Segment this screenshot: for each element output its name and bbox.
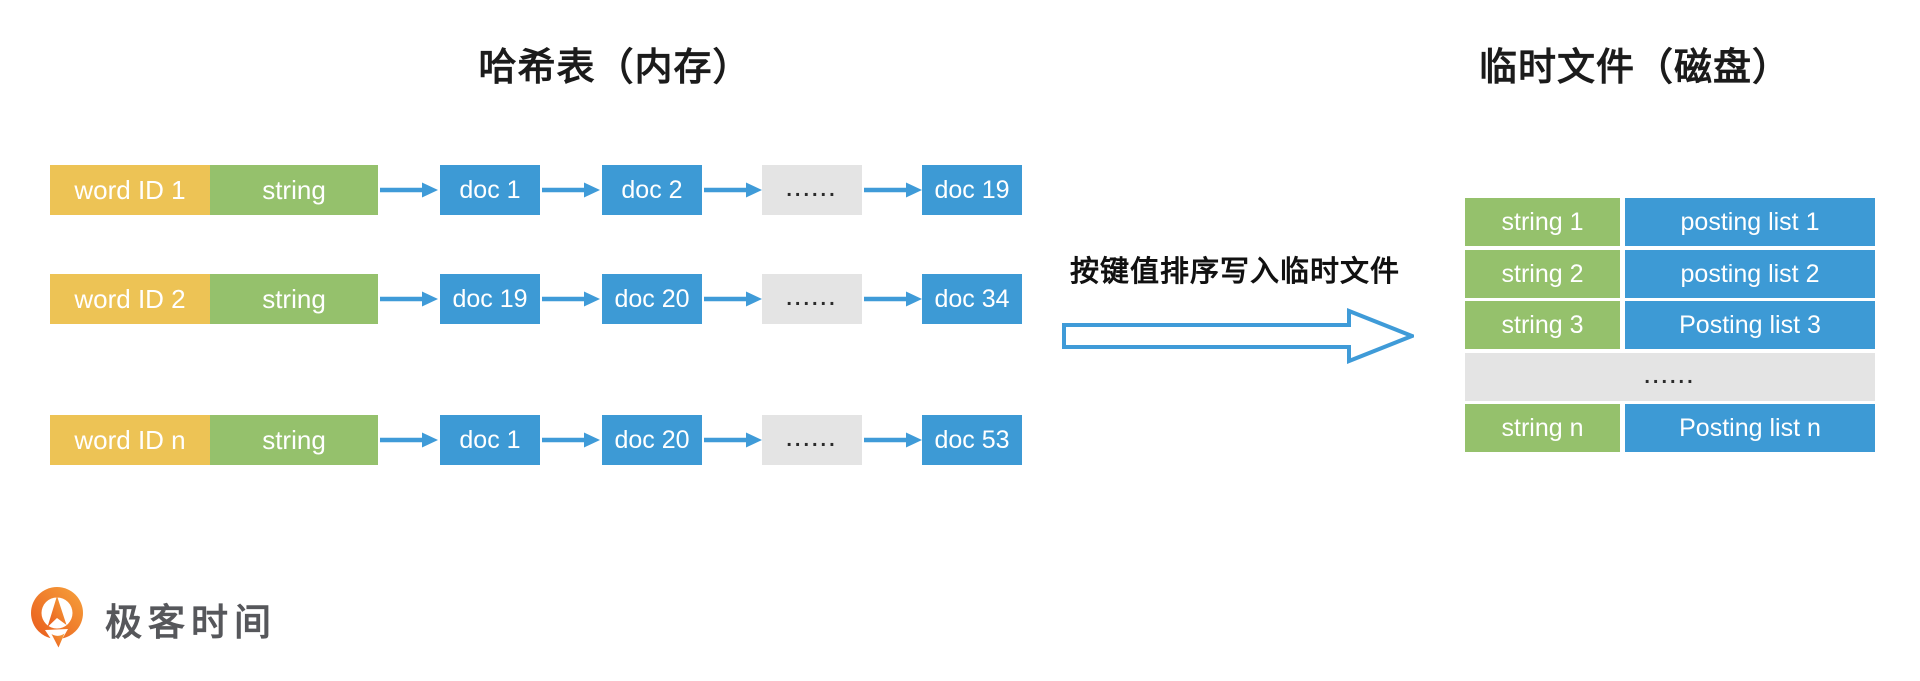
doc-node: doc 20	[602, 274, 702, 324]
transfer-arrow-icon	[1062, 308, 1414, 364]
link-arrow-icon	[704, 432, 762, 448]
doc-node: doc 2	[602, 165, 702, 215]
temp-string-cell: string 3	[1465, 301, 1620, 349]
temp-string-cell: string 1	[1465, 198, 1620, 246]
hash-row-1: word ID 1 string doc 1 doc 2 ...... doc …	[0, 165, 1100, 215]
hash-row-n: word ID n string doc 1 doc 20 ...... doc…	[0, 415, 1100, 465]
temp-posting-cell: posting list 1	[1625, 198, 1875, 246]
hash-row-2: word ID 2 string doc 19 doc 20 ...... do…	[0, 274, 1100, 324]
ellipsis-node: ......	[762, 274, 862, 324]
word-id-cell: word ID 2	[50, 274, 210, 324]
word-id-cell: word ID 1	[50, 165, 210, 215]
doc-node: doc 19	[440, 274, 540, 324]
string-cell: string	[210, 415, 378, 465]
link-arrow-icon	[380, 291, 438, 307]
geektime-logo-text: 极客时间	[105, 602, 277, 643]
link-arrow-icon	[542, 182, 600, 198]
doc-node: doc 1	[440, 415, 540, 465]
link-arrow-icon	[542, 291, 600, 307]
geektime-logo: 极客时间	[27, 585, 277, 649]
link-arrow-icon	[704, 291, 762, 307]
link-arrow-icon	[864, 182, 922, 198]
ellipsis-node: ......	[762, 165, 862, 215]
temp-posting-cell: Posting list n	[1625, 404, 1875, 452]
word-id-cell: word ID n	[50, 415, 210, 465]
doc-node: doc 53	[922, 415, 1022, 465]
doc-node: doc 20	[602, 415, 702, 465]
temp-posting-cell: Posting list 3	[1625, 301, 1875, 349]
link-arrow-icon	[380, 432, 438, 448]
doc-node: doc 1	[440, 165, 540, 215]
geektime-logo-icon	[31, 587, 83, 648]
temp-string-cell: string 2	[1465, 250, 1620, 298]
transfer-label: 按键值排序写入临时文件	[1069, 256, 1400, 288]
temp-posting-cell: posting list 2	[1625, 250, 1875, 298]
temp-ellipsis-row: ......	[1465, 353, 1875, 401]
temp-string-cell: string n	[1465, 404, 1620, 452]
link-arrow-icon	[864, 291, 922, 307]
string-cell: string	[210, 165, 378, 215]
ellipsis-node: ......	[762, 415, 862, 465]
doc-node: doc 34	[922, 274, 1022, 324]
link-arrow-icon	[542, 432, 600, 448]
hash-table-title: 哈希表（内存）	[478, 47, 752, 89]
doc-node: doc 19	[922, 165, 1022, 215]
link-arrow-icon	[864, 432, 922, 448]
link-arrow-icon	[380, 182, 438, 198]
string-cell: string	[210, 274, 378, 324]
temp-file-title: 临时文件（磁盘）	[1478, 47, 1791, 89]
link-arrow-icon	[704, 182, 762, 198]
